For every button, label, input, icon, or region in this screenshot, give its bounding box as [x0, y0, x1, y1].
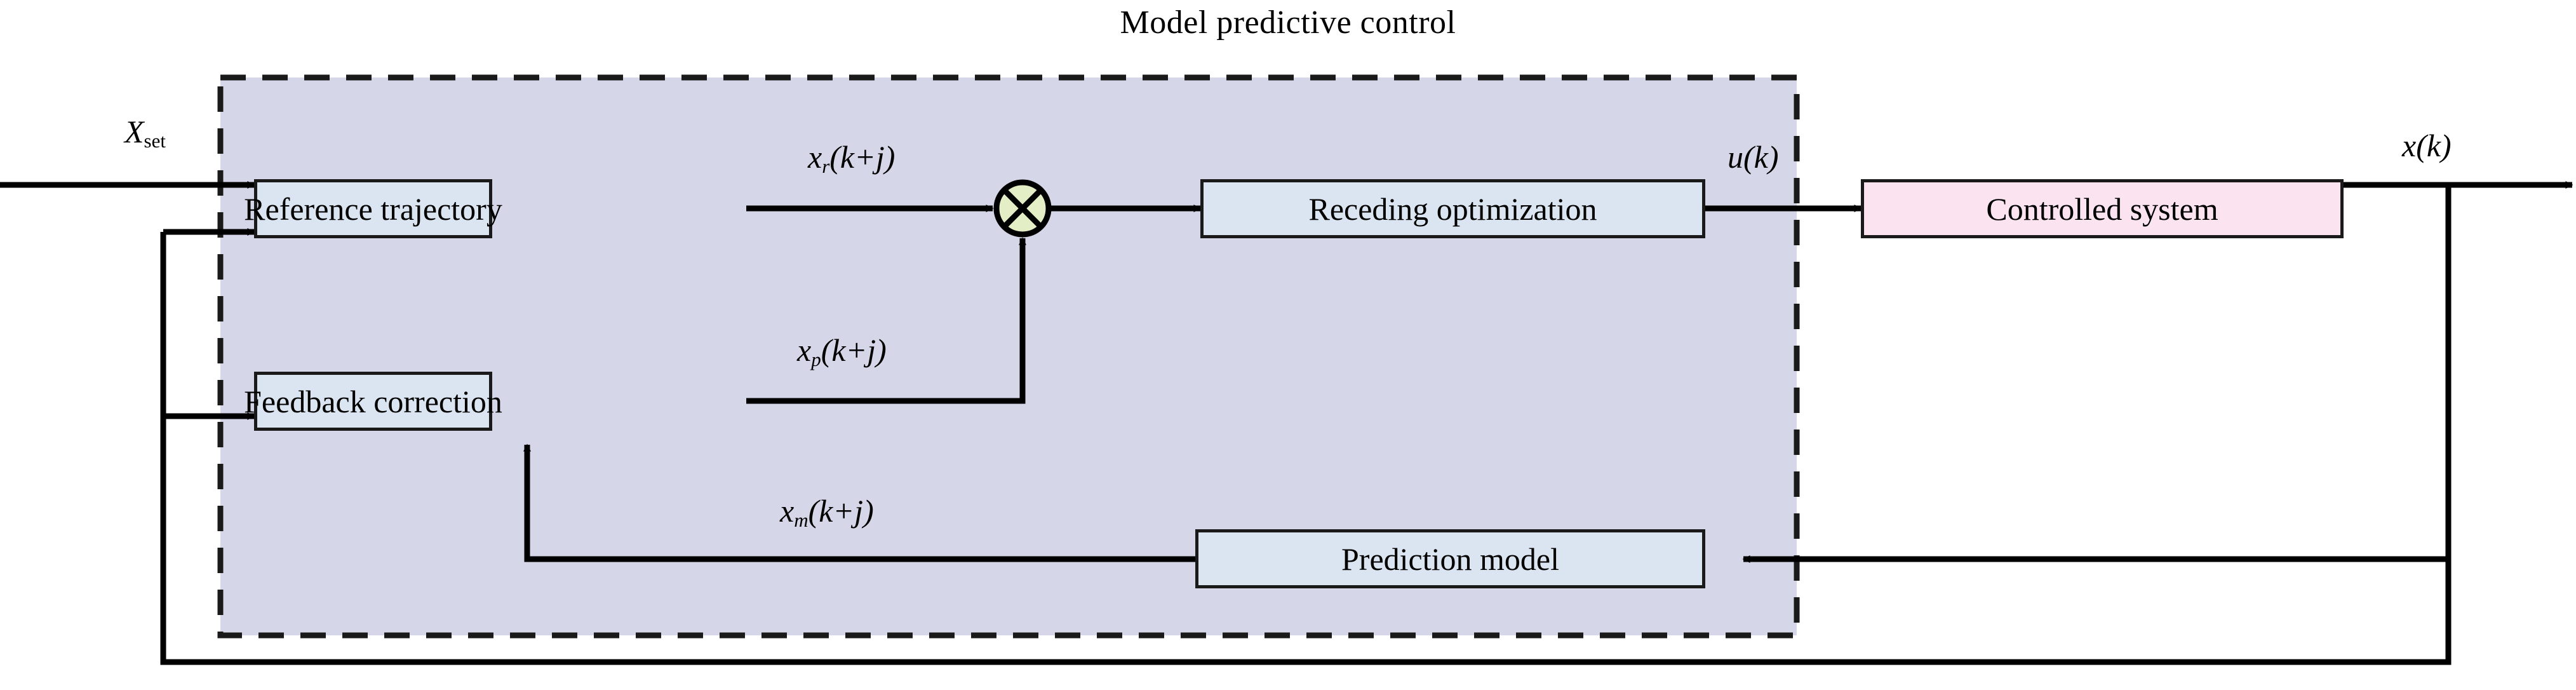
signal-label-model-output: xm(k+j): [780, 493, 874, 532]
block-label: Receding optimization: [1308, 191, 1597, 227]
block-feedback-correction[interactable]: Feedback correction: [244, 372, 502, 431]
block-label: Prediction model: [1341, 541, 1559, 577]
block-receding-optimization[interactable]: Receding optimization: [1200, 179, 1705, 238]
signal-label-control-input: u(k): [1727, 139, 1779, 175]
wire-output-to-prediction: [1742, 185, 2452, 563]
block-label: Controlled system: [1986, 191, 2218, 227]
signal-label-predicted-corrected: xp(k+j): [797, 332, 887, 371]
signal-label-setpoint: Xset: [124, 114, 166, 152]
page-title: Model predictive control: [1120, 4, 1456, 41]
wire-feedback-to-junction: [746, 237, 1026, 404]
wire-prediction-to-feedback: [523, 443, 1195, 562]
block-controlled-system[interactable]: Controlled system: [1861, 179, 2344, 238]
summing-junction-icon[interactable]: [992, 178, 1053, 239]
signal-label-system-output: x(k): [2402, 128, 2452, 163]
block-label: Feedback correction: [244, 383, 502, 419]
block-prediction-model[interactable]: Prediction model: [1195, 529, 1705, 588]
block-reference-trajectory[interactable]: Reference trajectory: [244, 179, 502, 238]
block-label: Reference trajectory: [244, 191, 502, 227]
signal-label-reference: xr(k+j): [808, 139, 896, 178]
